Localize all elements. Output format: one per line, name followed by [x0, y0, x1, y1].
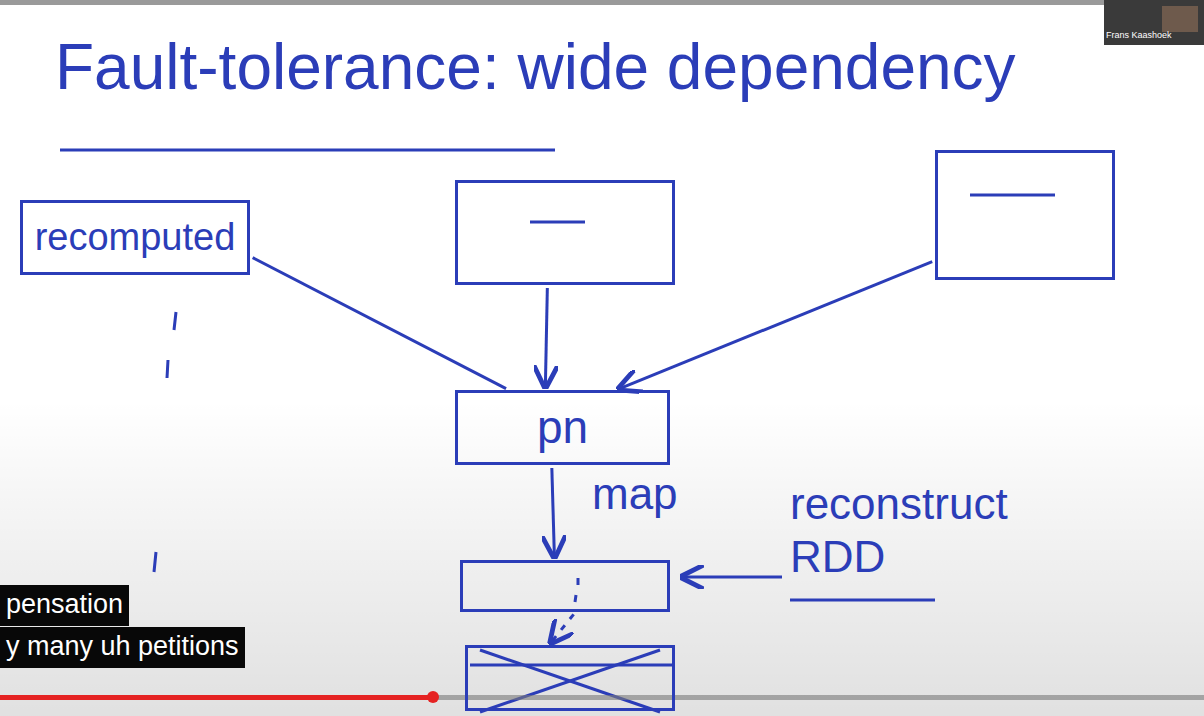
dotted-lineage — [575, 578, 578, 602]
label-underline — [790, 599, 935, 602]
dotted-lineage — [154, 312, 176, 572]
speaker-figure — [1162, 6, 1198, 32]
title-underline — [60, 149, 555, 152]
partition-box — [935, 150, 1115, 280]
progress-knob — [427, 691, 439, 703]
partition-box: pn — [455, 390, 670, 465]
edge-label: map — [592, 470, 678, 518]
webcam-thumbnail — [1104, 0, 1204, 45]
partition-mark — [970, 194, 1055, 197]
box-label: recomputed — [35, 217, 236, 259]
video-shade — [0, 400, 1204, 716]
partition-mark — [530, 221, 585, 224]
dependency-arrow — [619, 262, 932, 389]
dependency-arrow — [551, 614, 574, 642]
leader-arrow — [682, 576, 782, 579]
partition-box: recomputed — [20, 200, 250, 275]
strike-line — [470, 664, 675, 667]
window-bar — [0, 0, 1204, 5]
box-label: pn — [537, 402, 588, 453]
handwritten-title: Fault-tolerance: wide dependency — [55, 32, 1016, 102]
partition-box — [455, 180, 675, 285]
webcam-name: Frans Kaashoek — [1106, 31, 1172, 41]
progress-track — [0, 695, 1204, 700]
cross-out — [480, 650, 660, 712]
dependency-arrow — [253, 258, 506, 389]
annotation-text: reconstruct RDD — [790, 478, 1070, 584]
cross-out — [480, 650, 660, 712]
partition-box — [465, 645, 675, 711]
partition-box — [460, 560, 670, 612]
subtitle-caption: pensation — [0, 585, 129, 626]
progress-played — [0, 695, 433, 700]
subtitle-caption: y many uh petitions — [0, 627, 245, 668]
dependency-arrow — [552, 468, 555, 557]
dependency-arrow — [545, 288, 547, 387]
